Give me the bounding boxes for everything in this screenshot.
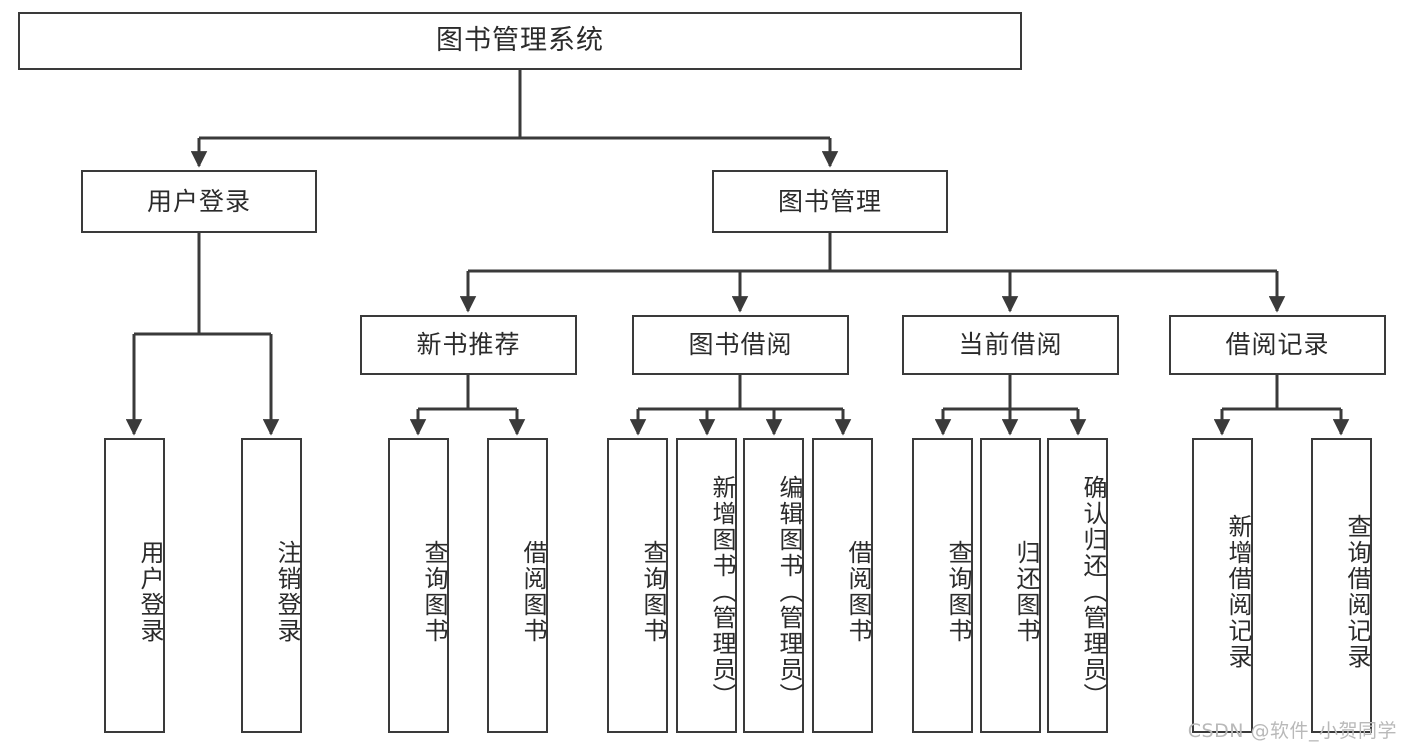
leaf-book-borrow-borrow[interactable]: 借阅图书 <box>812 438 873 733</box>
leaf-current-borrow-return[interactable]: 归还图书 <box>980 438 1041 733</box>
node-current-borrow[interactable]: 当前借阅 <box>902 315 1119 375</box>
node-book-borrow[interactable]: 图书借阅 <box>632 315 849 375</box>
node-label: 图书借阅 <box>688 330 793 360</box>
node-label: 当前借阅 <box>958 330 1063 360</box>
leaf-book-borrow-query[interactable]: 查询图书 <box>607 438 668 733</box>
node-root-book-management-system[interactable]: 图书管理系统 <box>18 12 1022 70</box>
node-label: 图书管理系统 <box>436 25 604 57</box>
leaf-user-login-login[interactable]: 用户登录 <box>104 438 165 733</box>
leaf-user-login-logout[interactable]: 注销登录 <box>241 438 302 733</box>
leaf-borrow-record-add[interactable]: 新增借阅记录 <box>1192 438 1253 733</box>
leaf-current-borrow-confirm-return[interactable]: 确认归还（管理员） <box>1047 438 1108 733</box>
node-borrow-record[interactable]: 借阅记录 <box>1169 315 1386 375</box>
watermark-text: CSDN @软件_小贺同学 <box>1187 720 1397 742</box>
node-label: 查询借阅记录 <box>1343 513 1371 670</box>
node-label: 图书管理 <box>777 186 882 216</box>
node-label: 编辑图书（管理员） <box>775 474 803 709</box>
node-label: 查询图书 <box>420 539 448 644</box>
node-label: 借阅图书 <box>844 539 872 644</box>
node-label: 新书推荐 <box>416 330 521 360</box>
node-new-book-recommend[interactable]: 新书推荐 <box>360 315 577 375</box>
node-label: 新增借阅记录 <box>1224 513 1252 670</box>
leaf-new-book-borrow[interactable]: 借阅图书 <box>487 438 548 733</box>
node-book-management[interactable]: 图书管理 <box>712 170 948 233</box>
node-label: 新增图书（管理员） <box>708 474 736 709</box>
node-label: 查询图书 <box>944 539 972 644</box>
node-label: 注销登录 <box>273 539 301 644</box>
node-label: 确认归还（管理员） <box>1079 474 1107 709</box>
node-label: 用户登录 <box>136 539 164 644</box>
leaf-new-book-query[interactable]: 查询图书 <box>388 438 449 733</box>
leaf-book-borrow-add[interactable]: 新增图书（管理员） <box>676 438 737 733</box>
leaf-borrow-record-query[interactable]: 查询借阅记录 <box>1311 438 1372 733</box>
node-label: 借阅图书 <box>519 539 547 644</box>
node-label: 借阅记录 <box>1225 330 1330 360</box>
leaf-book-borrow-edit[interactable]: 编辑图书（管理员） <box>743 438 804 733</box>
node-label: 查询图书 <box>639 539 667 644</box>
node-user-login[interactable]: 用户登录 <box>81 170 317 233</box>
node-label: 用户登录 <box>146 186 251 216</box>
leaf-current-borrow-query[interactable]: 查询图书 <box>912 438 973 733</box>
node-label: 归还图书 <box>1012 539 1040 644</box>
